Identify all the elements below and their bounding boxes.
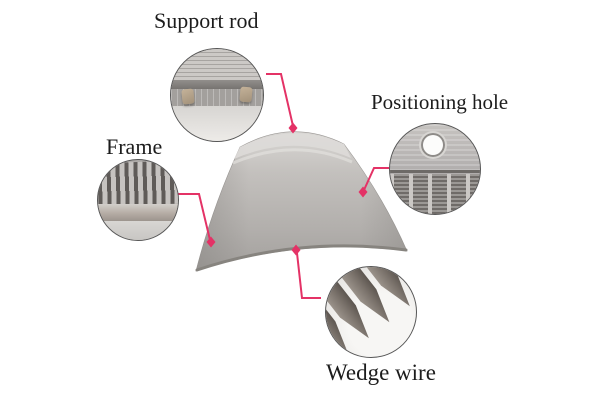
positioning-hole-callout-photo: [389, 123, 481, 215]
frame-connector-diamond: [206, 236, 216, 248]
frame-detail-ribs: [98, 161, 178, 207]
wedge-wire-label: Wedge wire: [326, 360, 436, 385]
support-rod-connector-diamond: [288, 122, 298, 134]
wedge-wire-connector-line: [296, 252, 321, 299]
support-rod-detail-shadow-band: [171, 80, 263, 89]
support-rod-callout-photo: [170, 48, 264, 142]
support-rod-clip-icon: [239, 86, 253, 103]
screen-panel-top-highlight: [234, 133, 351, 159]
wedge-wire-bar: [326, 267, 369, 339]
support-rod-clip-icon: [181, 88, 195, 105]
positioning-hole-icon: [421, 133, 445, 157]
screen-panel-bottom-rim: [195, 244, 408, 272]
annotation-connectors: [178, 73, 389, 299]
wedge-wire-connector-diamond: [291, 244, 301, 256]
support-rod-detail-base: [171, 106, 263, 141]
wedge-wire-callout-photo: [325, 266, 417, 358]
frame-label: Frame: [106, 134, 163, 159]
screen-panel-crease-highlight: [232, 148, 353, 165]
wedge-wire-bar: [326, 267, 349, 355]
wedge-wire-bar: [337, 267, 410, 307]
screen-panel-illustration: [195, 131, 408, 272]
screen-panel-side-shading: [196, 131, 407, 271]
wedge-wire-bar: [326, 267, 390, 323]
positioning-hole-detail-groove: [390, 169, 480, 174]
positioning-hole-detail-ribs: [390, 173, 480, 214]
frame-callout-photo: [97, 159, 179, 241]
support-rod-detail-rods: [171, 49, 263, 81]
frame-connector-line: [178, 193, 211, 241]
frame-detail-bar: [98, 204, 178, 221]
frame-detail-base: [98, 220, 178, 240]
positioning-hole-label: Positioning hole: [371, 90, 509, 114]
support-rod-label: Support rod: [154, 8, 259, 33]
positioning-hole-connector-line: [363, 167, 389, 191]
support-rod-connector-line: [266, 73, 294, 127]
wedge-wire-detail-graphic: [326, 267, 410, 355]
positioning-hole-connector-diamond: [358, 186, 368, 198]
